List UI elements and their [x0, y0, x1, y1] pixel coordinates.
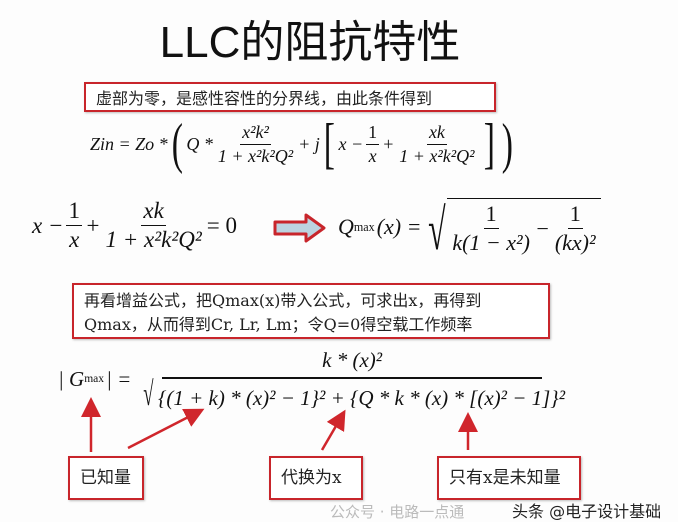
eq2-rhs: = 0	[206, 212, 237, 238]
denominator: 1 + x²k²Q²	[217, 145, 294, 166]
denominator: √ {(1 + k) * (x)² − 1}² + {Q * k * (x) *…	[137, 376, 567, 413]
qmax-subscript: max	[353, 219, 375, 234]
numerator: 1	[366, 122, 380, 145]
numerator: xk	[426, 122, 447, 145]
gmax-subscript: max	[84, 373, 105, 386]
numerator: 1	[567, 201, 583, 229]
arrow-substitute-q	[320, 409, 346, 451]
numerator: xk	[141, 198, 166, 226]
sqrt-icon: √	[143, 376, 154, 413]
denominator: x	[69, 227, 80, 252]
note-box-gain-formula: 再看增益公式，把Qmax(x)带入公式，可求出x，再得到 Qmax，从而得到Cr…	[72, 283, 550, 339]
denominator: 1 + x²k²Q²	[399, 145, 475, 166]
eq2-x-minus: x −	[32, 212, 64, 238]
right-arrow-icon	[273, 213, 326, 243]
numerator: k * (x)²	[162, 348, 543, 379]
label-only-x-unknown: 只有x是未知量	[437, 456, 581, 500]
numerator: 1	[66, 198, 82, 226]
denominator: (kx)²	[554, 230, 596, 255]
numerator: 1	[483, 201, 499, 229]
numerator: x²k²	[240, 122, 271, 145]
eq2-plus: +	[84, 212, 101, 238]
gmax-equals: | =	[106, 366, 132, 391]
zin-lhs: Zin = Zo *	[90, 133, 168, 154]
zin-q: Q *	[186, 133, 213, 154]
qmax-arg: (x) =	[376, 214, 422, 239]
right-bracket: ]	[483, 113, 495, 175]
arrow-known-k	[127, 408, 205, 450]
note2-line-2: Qmax，从而得到Cr, Lr, Lm；令Q=0得空载工作频率	[84, 315, 473, 334]
sqrt-icon: √	[428, 196, 447, 262]
slide-title: LLC的阻抗特性	[159, 18, 461, 67]
qmax-q: Q	[338, 214, 354, 239]
denominator: x	[368, 145, 377, 166]
gmax-denominator-text: {(1 + k) * (x)² − 1}² + {Q * k * (x) * […	[157, 385, 565, 410]
label-substitute-x: 代换为x	[269, 456, 363, 500]
denominator: 1 + x²k²Q²	[105, 227, 202, 252]
left-paren: (	[171, 113, 183, 175]
qmax-minus: −	[534, 215, 550, 241]
note-box-imaginary-zero: 虚部为零，是感性容性的分界线，由此条件得到	[84, 82, 496, 112]
gmax-fraction: k * (x)² √ {(1 + k) * (x)² − 1}² + {Q * …	[137, 348, 567, 411]
left-bracket: [	[323, 113, 335, 175]
faded-watermark: 公众号 · 电路一点通	[330, 503, 465, 521]
watermark: 头条 @电子设计基础	[512, 502, 662, 521]
right-paren: )	[501, 113, 514, 175]
gmax-lhs: | G	[58, 366, 85, 391]
note2-line-1: 再看增益公式，把Qmax(x)带入公式，可求出x，再得到	[84, 291, 482, 310]
qmax-fraction-2: 1(kx)²	[553, 201, 598, 256]
zin-plus-j: + j	[298, 133, 320, 154]
zin-plus: +	[382, 133, 395, 154]
denominator: k(1 − x²)	[452, 230, 530, 255]
zin-x-minus: x −	[338, 133, 364, 154]
label-known-quantity: 已知量	[68, 456, 144, 500]
